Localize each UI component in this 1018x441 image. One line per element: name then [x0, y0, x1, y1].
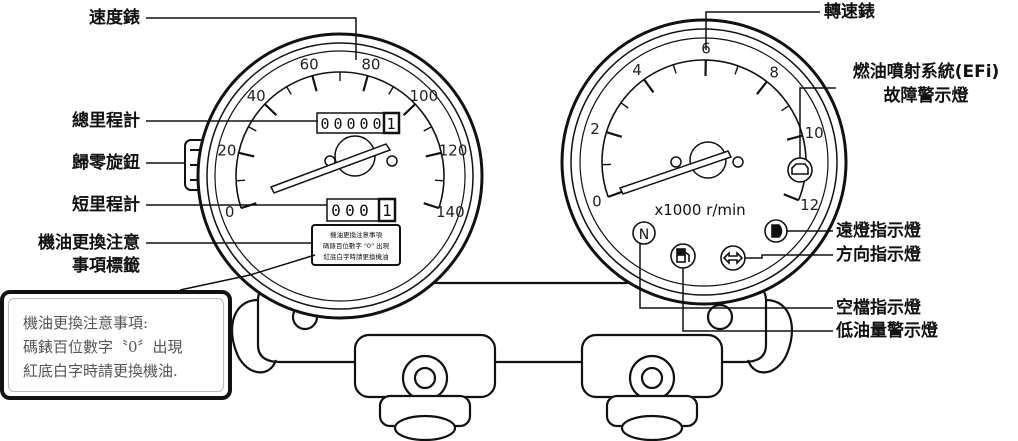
callout-lines [146, 11, 836, 332]
note-line: 紅底白字時請更換機油. [23, 362, 178, 380]
sticker-line: 紅底白字時請更換機油 [324, 252, 389, 261]
speedometer-scale-label: 100 [410, 87, 439, 105]
oil-change-note-inner: 機油更換注意事項: 碼錶百位數字〝0〞出現 紅底白字時請更換機油. [8, 298, 224, 392]
speedometer-minor-tick [286, 86, 292, 95]
trip-digit: 1 [382, 201, 392, 220]
speedometer-scale-label: 120 [439, 142, 468, 160]
odometer-digit: 0 [320, 115, 329, 133]
low-fuel-lamp-icon [670, 243, 696, 269]
speedometer-scale-label: 0 [225, 203, 235, 221]
odometer-digit: 0 [333, 115, 342, 133]
callout-tachometer: 轉速錶 [824, 2, 875, 22]
tachometer-scale-label: 4 [632, 61, 642, 79]
tachometer-needle [618, 150, 733, 195]
tachometer-major-tick [607, 190, 624, 198]
tachometer-major-tick [643, 78, 655, 94]
speedometer-scale-label: 20 [217, 142, 236, 160]
odometer-digit: 0 [346, 115, 355, 133]
note-line: 碼錶百位數字〝0〞出現 [23, 338, 183, 356]
speedometer-major-tick [423, 202, 440, 210]
speedometer-scale-label: 140 [436, 203, 465, 221]
speedometer-scale-label: 80 [361, 56, 380, 74]
neutral-lamp-icon: N [632, 221, 656, 245]
callout-low-fuel: 低油量警示燈 [836, 321, 938, 341]
speedometer-major-tick [425, 151, 442, 158]
tachometer-minor-tick [620, 102, 629, 109]
speedometer-scale-arc [235, 71, 445, 209]
speedometer-major-tick [402, 103, 416, 116]
tachometer-scale-label: 0 [592, 192, 602, 210]
tachometer-scale-label: 2 [590, 120, 600, 138]
callout-trip-meter: 短里程計 [72, 195, 140, 215]
tachometer-major-tick [783, 193, 799, 202]
turn-signal-lamp-icon [720, 245, 746, 271]
sticker-line: 碼錶百位數字 "0" 出現 [323, 241, 390, 250]
tachometer-scale-label: 10 [805, 124, 824, 142]
callout-speedometer: 速度錶 [89, 8, 140, 28]
high-beam-lamp-icon [764, 219, 788, 243]
tachometer-major-tick [756, 80, 768, 95]
speedometer-major-tick [264, 103, 278, 116]
oil-change-note-box: 機油更換注意事項: 碼錶百位數字〝0〞出現 紅底白字時請更換機油. [0, 290, 232, 400]
odometer-digit: 0 [372, 115, 381, 133]
speedometer-major-tick [238, 151, 255, 158]
tachometer-scale-label: 8 [769, 64, 779, 82]
callout-odometer: 總里程計 [72, 111, 140, 131]
callout-neutral: 空檔指示燈 [836, 298, 921, 318]
callout-efi-line2: 故障警示燈 [883, 86, 969, 106]
tachometer-scale-label: 12 [800, 196, 819, 214]
tachometer-major-tick [606, 131, 623, 138]
speedometer-minor-tick [388, 86, 394, 95]
callout-oil-label-line2: 事項標籤 [72, 256, 140, 276]
tachometer-minor-tick [781, 105, 790, 112]
speedometer-scale-ticks [235, 71, 445, 210]
note-box-pointer [179, 254, 316, 291]
callout-turn-signal: 方向指示燈 [836, 245, 921, 265]
speedometer-minor-tick [423, 126, 432, 132]
speedometer-major-tick [362, 75, 369, 92]
trip-digit: 0 [331, 201, 341, 220]
odometer-digit: 0 [359, 115, 368, 133]
tachometer-scale-ticks [601, 59, 807, 202]
neutral-symbol: N [639, 227, 649, 243]
trip-digit: 0 [345, 201, 355, 220]
speedometer-minor-tick [248, 126, 257, 132]
tachometer-minor-tick [672, 64, 677, 74]
tachometer-scale-arc [601, 59, 807, 201]
odometer-digit: 1 [386, 115, 395, 133]
callout-oil-label-line1: 機油更換注意 [38, 233, 140, 253]
speedometer-scale-label: 40 [247, 87, 266, 105]
trip-digit: 0 [359, 201, 369, 220]
tachometer-minor-tick [734, 65, 739, 75]
callout-reset-knob: 歸零旋鈕 [72, 153, 140, 173]
trip-meter: 0 0 0 1 [326, 197, 397, 223]
callout-efi-line1: 燃油噴射系統(EFi) [852, 62, 1000, 82]
tachometer-unit: x1000 r/min [654, 201, 745, 219]
odometer: 0 0 0 0 0 1 [316, 111, 401, 135]
speedometer-major-tick [311, 75, 318, 92]
callout-high-beam: 遠燈指示燈 [836, 221, 921, 241]
speedometer-scale-label: 60 [300, 56, 319, 74]
speedometer-needle [269, 143, 392, 194]
oil-change-sticker: 機油更換注意事項 碼錶百位數字 "0" 出現 紅底白字時請更換機油 [311, 224, 401, 266]
efi-warning-lamp-icon [787, 157, 813, 183]
sticker-line: 機油更換注意事項 [330, 230, 383, 239]
note-line: 機油更換注意事項: [23, 314, 149, 332]
